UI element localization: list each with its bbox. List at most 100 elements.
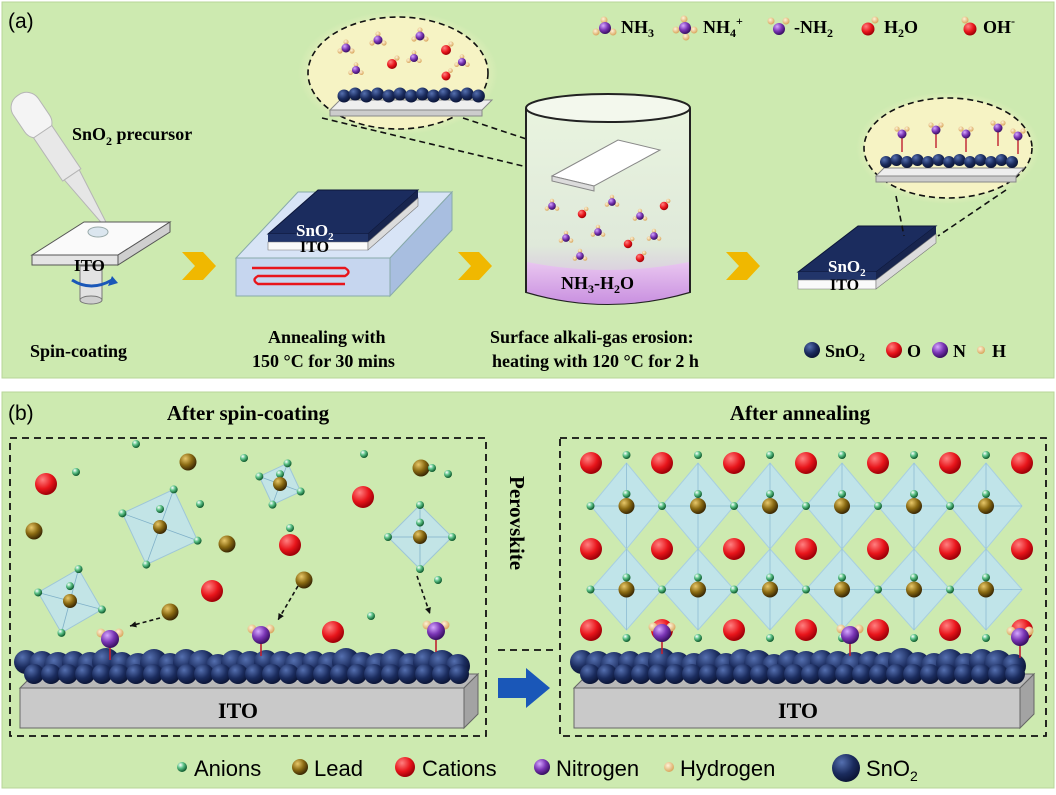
hydrogen-atom: [381, 40, 387, 46]
sno2-particle: [750, 664, 770, 684]
sno2-particle: [194, 664, 214, 684]
lead: [161, 603, 179, 621]
anion: [730, 502, 738, 510]
sno2-particle: [886, 664, 906, 684]
anion: [802, 502, 810, 510]
anion: [296, 487, 305, 496]
lead: [412, 459, 430, 477]
anion: [982, 634, 990, 642]
sno2-particle: [852, 664, 872, 684]
anion: [448, 533, 456, 541]
water-molecule-icon: [861, 16, 879, 36]
anion: [586, 502, 595, 510]
anion: [193, 536, 202, 545]
lead-icon: [292, 759, 308, 775]
sno2-particle: [143, 664, 163, 684]
nh3-molecule: [337, 39, 355, 54]
anion: [622, 634, 631, 642]
anion: [694, 573, 702, 582]
sno2-particle: [869, 664, 889, 684]
cation: [279, 534, 301, 556]
sno2-particle: [211, 664, 231, 684]
sno2-particle: [371, 87, 385, 101]
step-1-label: Spin-coating: [30, 341, 127, 361]
svg-text:H2O: H2O: [884, 17, 918, 40]
anion: [802, 585, 810, 594]
hydrogen-atom: [343, 39, 349, 45]
anion: [622, 573, 631, 582]
lead: [179, 453, 197, 471]
hydrogen-atom: [630, 236, 635, 242]
sno2-particle: [398, 664, 418, 684]
pbx6-octahedron: [384, 501, 456, 573]
nitrogen-atom: [594, 228, 602, 236]
amine-group: [1006, 626, 1034, 658]
water-molecule: [441, 68, 453, 81]
sno2-particle: [733, 664, 753, 684]
sno2-particle: [716, 664, 736, 684]
pipette-icon: [10, 91, 107, 225]
sno2-particle: [988, 664, 1008, 684]
sno2-particle: [382, 89, 396, 103]
hydrogen-atom: [375, 31, 381, 37]
right-frame: [559, 437, 1047, 737]
sno2-particle: [92, 664, 112, 684]
hydrogen-atom: [572, 256, 578, 261]
zoom-leader-1a: [321, 117, 549, 173]
anion: [838, 451, 846, 459]
cation: [795, 619, 817, 641]
sno2-particle: [438, 87, 452, 101]
hydrogen-atom: [563, 230, 569, 236]
hydrogen-atom: [448, 41, 454, 47]
transition-arrow-icon: [498, 668, 550, 708]
hydrogen-atom: [656, 236, 662, 241]
cation: [723, 538, 745, 560]
sno2-particle: [381, 664, 401, 684]
cation: [35, 473, 57, 495]
cation: [795, 452, 817, 474]
anion: [586, 585, 595, 594]
sno2-particle: [995, 154, 1008, 166]
cation: [651, 538, 673, 560]
sno2-particle: [330, 664, 350, 684]
anion: [910, 451, 918, 459]
anion: [982, 573, 990, 582]
cation: [867, 538, 889, 560]
hydrogen-atom: [577, 248, 583, 254]
anion: [72, 468, 80, 476]
nh3-molecule: [646, 228, 662, 241]
panel-a-tag: (a): [8, 10, 34, 33]
anion: [74, 565, 83, 574]
hydrogen-atom: [968, 126, 974, 132]
hydrogen-atom: [549, 198, 555, 204]
nitrogen-atom: [653, 624, 671, 642]
sno2-particle: [415, 87, 429, 101]
nh3-molecule: [544, 198, 560, 211]
cation: [322, 621, 344, 643]
nitrogen-atom: [650, 232, 658, 240]
svg-text:-NH2: -NH2: [794, 17, 833, 40]
nitrogen-atom: [252, 626, 270, 644]
anion: [910, 490, 918, 498]
sno2-particle: [974, 154, 987, 166]
anion: [156, 505, 164, 513]
lead: [295, 571, 313, 589]
pbx6-octahedron: [255, 459, 305, 509]
anion: [169, 485, 178, 494]
sno2-particle: [597, 664, 617, 684]
nh3-molecule: [454, 54, 470, 68]
anion: [622, 490, 631, 498]
cation: [939, 452, 961, 474]
left-frame: [9, 437, 487, 737]
precursor-label: SnO2 precursor: [72, 124, 192, 148]
hydrogen-atom: [600, 232, 606, 237]
anion: [255, 472, 264, 481]
sno2-particle: [393, 87, 407, 101]
svg-text:O: O: [907, 341, 921, 361]
amine-group: [990, 120, 1006, 146]
cation: [201, 580, 223, 602]
cation: [795, 538, 817, 560]
hydrogen-atom: [590, 232, 596, 237]
oxygen-atom-icon: [886, 342, 902, 358]
sno2-particle: [245, 664, 265, 684]
